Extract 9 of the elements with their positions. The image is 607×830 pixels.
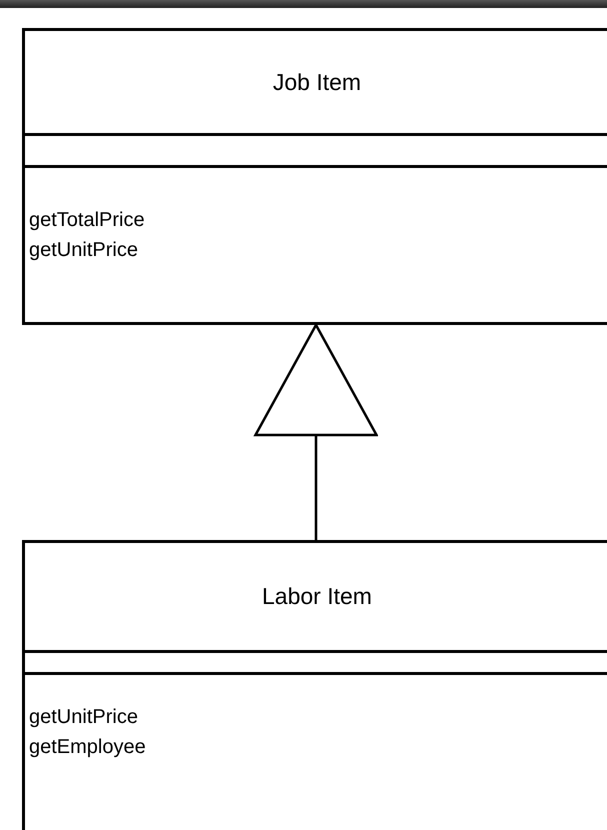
method-name: getTotalPrice [29, 208, 145, 233]
method-name: getEmployee [29, 735, 146, 760]
class-box [22, 540, 607, 830]
generalization-arrow [254, 324, 378, 540]
class-box [22, 28, 607, 325]
method-name: getUnitPrice [29, 238, 138, 263]
method-name: getUnitPrice [29, 705, 138, 730]
class-name: Job Item [272, 68, 362, 96]
class-name: Labor Item [262, 583, 372, 610]
